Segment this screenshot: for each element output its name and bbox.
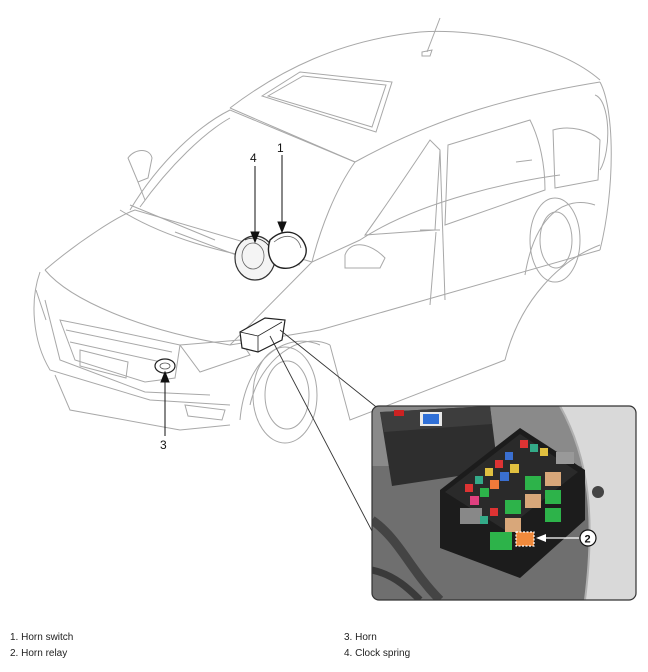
fuse-box-inset-photo: 2 bbox=[371, 405, 637, 601]
fuse-grid bbox=[460, 440, 574, 550]
legend-left: 1. Horn switch 2. Horn relay bbox=[10, 630, 73, 662]
callout-arrows bbox=[160, 155, 287, 436]
horn-relay-highlight bbox=[515, 531, 535, 547]
callout-3: 3 bbox=[160, 438, 167, 452]
callout-1: 1 bbox=[277, 141, 284, 155]
legend-item-horn-relay: 2. Horn relay bbox=[10, 648, 68, 659]
legend-item-horn: 3. Horn bbox=[344, 632, 377, 643]
callout-4: 4 bbox=[250, 151, 257, 165]
callout-2: 2 bbox=[585, 534, 591, 546]
callout-2-badge bbox=[579, 529, 597, 547]
legend-item-horn-switch: 1. Horn switch bbox=[10, 632, 74, 643]
horn-switch-icon bbox=[267, 231, 307, 269]
legend-item-clock-spring: 4. Clock spring bbox=[344, 648, 411, 659]
legend-right: 3. Horn 4. Clock spring bbox=[344, 630, 410, 662]
engine-fuse-box-icon bbox=[239, 317, 286, 353]
car-outline bbox=[33, 17, 612, 444]
